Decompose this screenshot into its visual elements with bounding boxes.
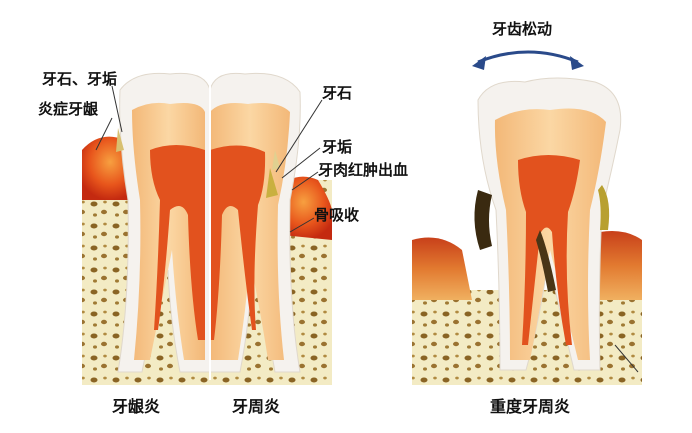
label-bone-resorption: 骨吸收 bbox=[314, 206, 360, 224]
pointer-calculus-plaque bbox=[111, 85, 123, 133]
calculus-deposit-left bbox=[116, 128, 124, 152]
deep-calculus-right bbox=[598, 185, 610, 230]
arrow-head-right bbox=[570, 56, 584, 70]
label-tooth-loosening: 牙齿松动 bbox=[492, 20, 553, 38]
gum-severe-left bbox=[412, 237, 472, 300]
label-calculus-plaque: 牙石、牙垢 bbox=[42, 70, 118, 88]
pointer-gum-bleeding bbox=[291, 171, 319, 191]
right-panel bbox=[412, 50, 642, 385]
deep-calculus-middle bbox=[536, 230, 556, 292]
pulp-right bbox=[210, 145, 266, 340]
loosening-arrow bbox=[477, 50, 579, 64]
pointer-plaque bbox=[281, 147, 321, 179]
label-gum-bleeding: 牙肉红肿出血 bbox=[318, 161, 409, 179]
caption-gingivitis: 牙龈炎 bbox=[112, 397, 161, 416]
pointer-calculus bbox=[275, 99, 323, 173]
label-gingivitis: 炎症牙龈 bbox=[38, 100, 99, 118]
label-calculus: 牙石 bbox=[322, 84, 353, 102]
caption-periodontitis: 牙周炎 bbox=[232, 397, 281, 416]
calculus-deposit-right bbox=[266, 168, 278, 198]
pointer-bone-resorption bbox=[289, 217, 315, 233]
left-panel bbox=[82, 72, 332, 385]
plaque-deposit-right bbox=[272, 150, 280, 170]
pointer-severe bbox=[614, 344, 639, 373]
label-plaque: 牙垢 bbox=[322, 138, 353, 156]
pulp-left bbox=[150, 145, 205, 340]
deep-calculus-left bbox=[474, 190, 492, 250]
caption-severe-periodontitis: 重度牙周炎 bbox=[490, 397, 571, 416]
pointer-gingivitis bbox=[95, 117, 113, 151]
pulp-severe bbox=[518, 155, 580, 345]
gum-severe-right bbox=[596, 231, 642, 300]
arrow-head-left bbox=[472, 56, 486, 70]
